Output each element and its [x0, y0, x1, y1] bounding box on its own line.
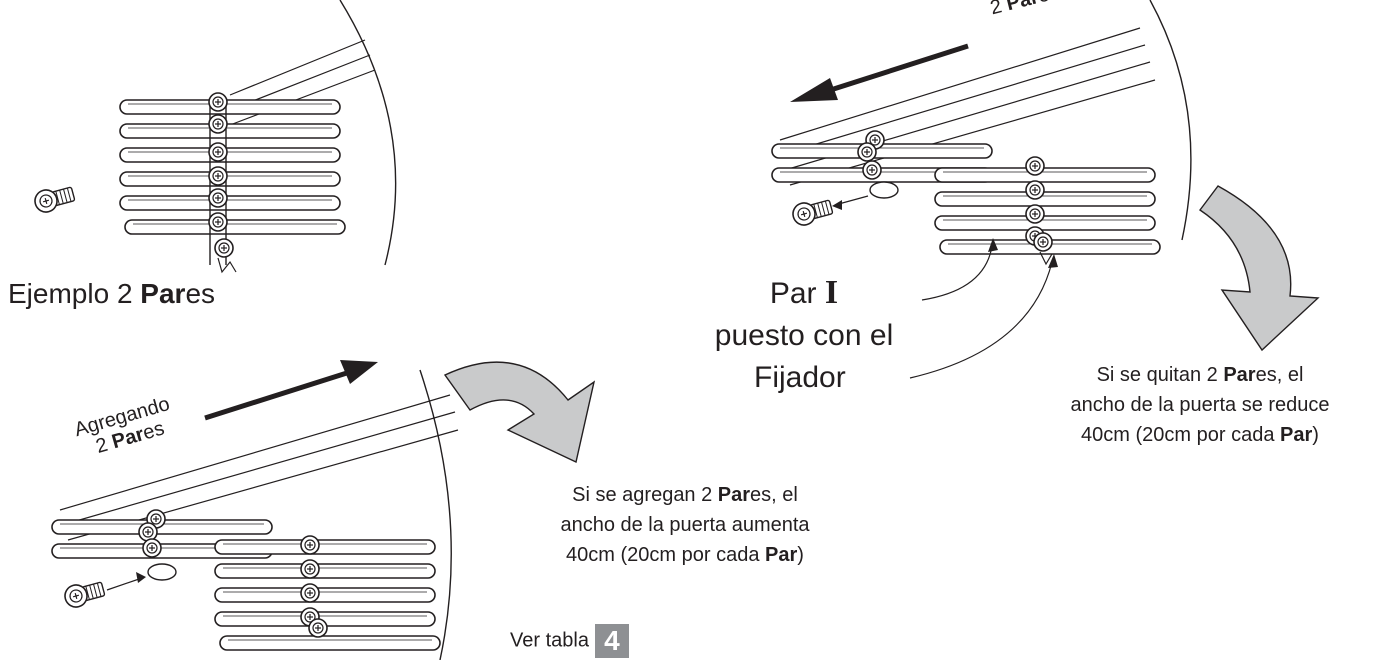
loose-screw-icon	[789, 195, 835, 229]
curved-arrow-add	[443, 361, 596, 464]
panel-example-2-pairs	[31, 0, 397, 274]
loose-screw-icon	[31, 182, 77, 216]
note-add-pairs: Si se agregan 2 Pares, el ancho de la pu…	[560, 484, 810, 566]
panel-adding-pairs	[51, 360, 459, 660]
panel-removing-pairs	[771, 0, 1192, 379]
loose-screw-icon	[61, 577, 107, 611]
direction-arrow-left	[790, 43, 969, 102]
table-number-badge: 4	[594, 624, 629, 658]
note-remove-pairs: Si se quitan 2 Pares, el ancho de la pue…	[1070, 364, 1330, 446]
direction-arrow-right	[204, 360, 378, 421]
label-par-i-fijador: Par I puesto con el Fijador	[714, 274, 894, 394]
curved-arrow-remove	[1198, 185, 1320, 352]
label-example-2-pairs: Ejemplo 2 Pares	[8, 278, 216, 309]
